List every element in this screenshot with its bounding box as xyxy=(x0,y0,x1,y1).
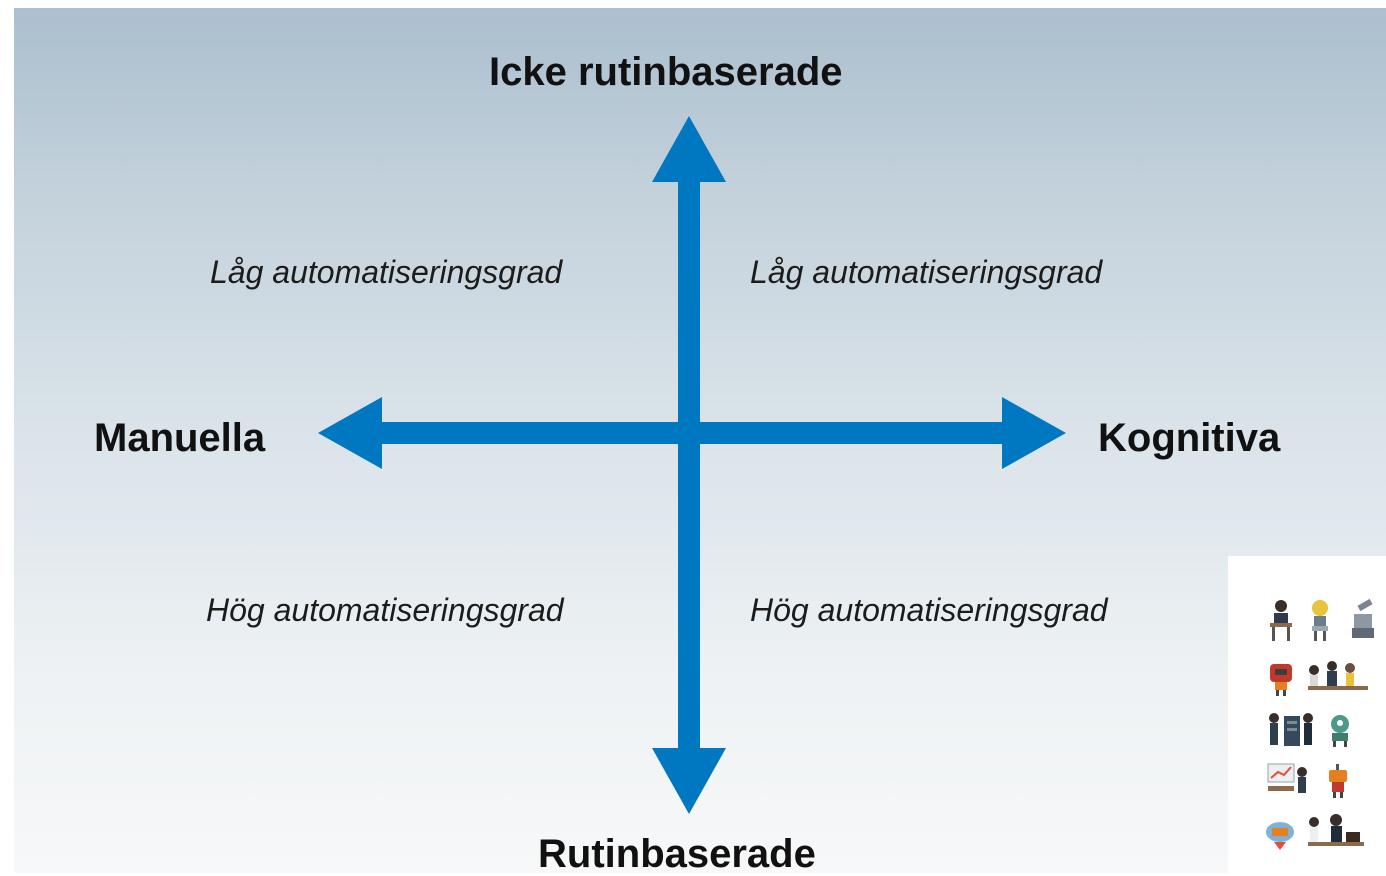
quadrant-diagram: Icke rutinbaserade Rutinbaserade Manuell… xyxy=(14,8,1386,873)
axis-arrows xyxy=(318,116,1066,814)
presentation-group-icon xyxy=(1267,763,1307,793)
horizontal-axis-arrow xyxy=(318,397,1066,469)
office-worker-at-desk-icon xyxy=(1270,600,1292,641)
red-robot-icon xyxy=(1270,664,1292,696)
quadrant-label-top-left: Låg automatiseringsgrad xyxy=(210,254,563,290)
axis-label-top: Icke rutinbaserade xyxy=(489,50,843,94)
axis-label-right: Kognitiva xyxy=(1098,416,1281,460)
quadrant-label-bottom-left: Hög automatiseringsgrad xyxy=(206,592,564,628)
people-at-server-icon xyxy=(1269,713,1313,746)
orange-robot-icon xyxy=(1329,764,1347,798)
people-with-laptop-icon xyxy=(1308,814,1364,846)
yellow-robot-icon xyxy=(1312,600,1328,641)
green-robot-icon xyxy=(1331,715,1349,747)
quadrant-label-top-right: Låg automatiseringsgrad xyxy=(750,254,1103,290)
illustration-thumbnail xyxy=(1228,556,1386,876)
robot-arm-icon xyxy=(1352,598,1374,638)
vertical-axis-arrow xyxy=(652,116,726,814)
quadrant-label-bottom-right: Hög automatiseringsgrad xyxy=(750,592,1108,628)
axis-label-left: Manuella xyxy=(94,416,266,460)
axis-label-bottom: Rutinbaserade xyxy=(538,832,816,873)
robot-head-icon xyxy=(1266,822,1294,850)
meeting-group-icon xyxy=(1308,661,1368,690)
